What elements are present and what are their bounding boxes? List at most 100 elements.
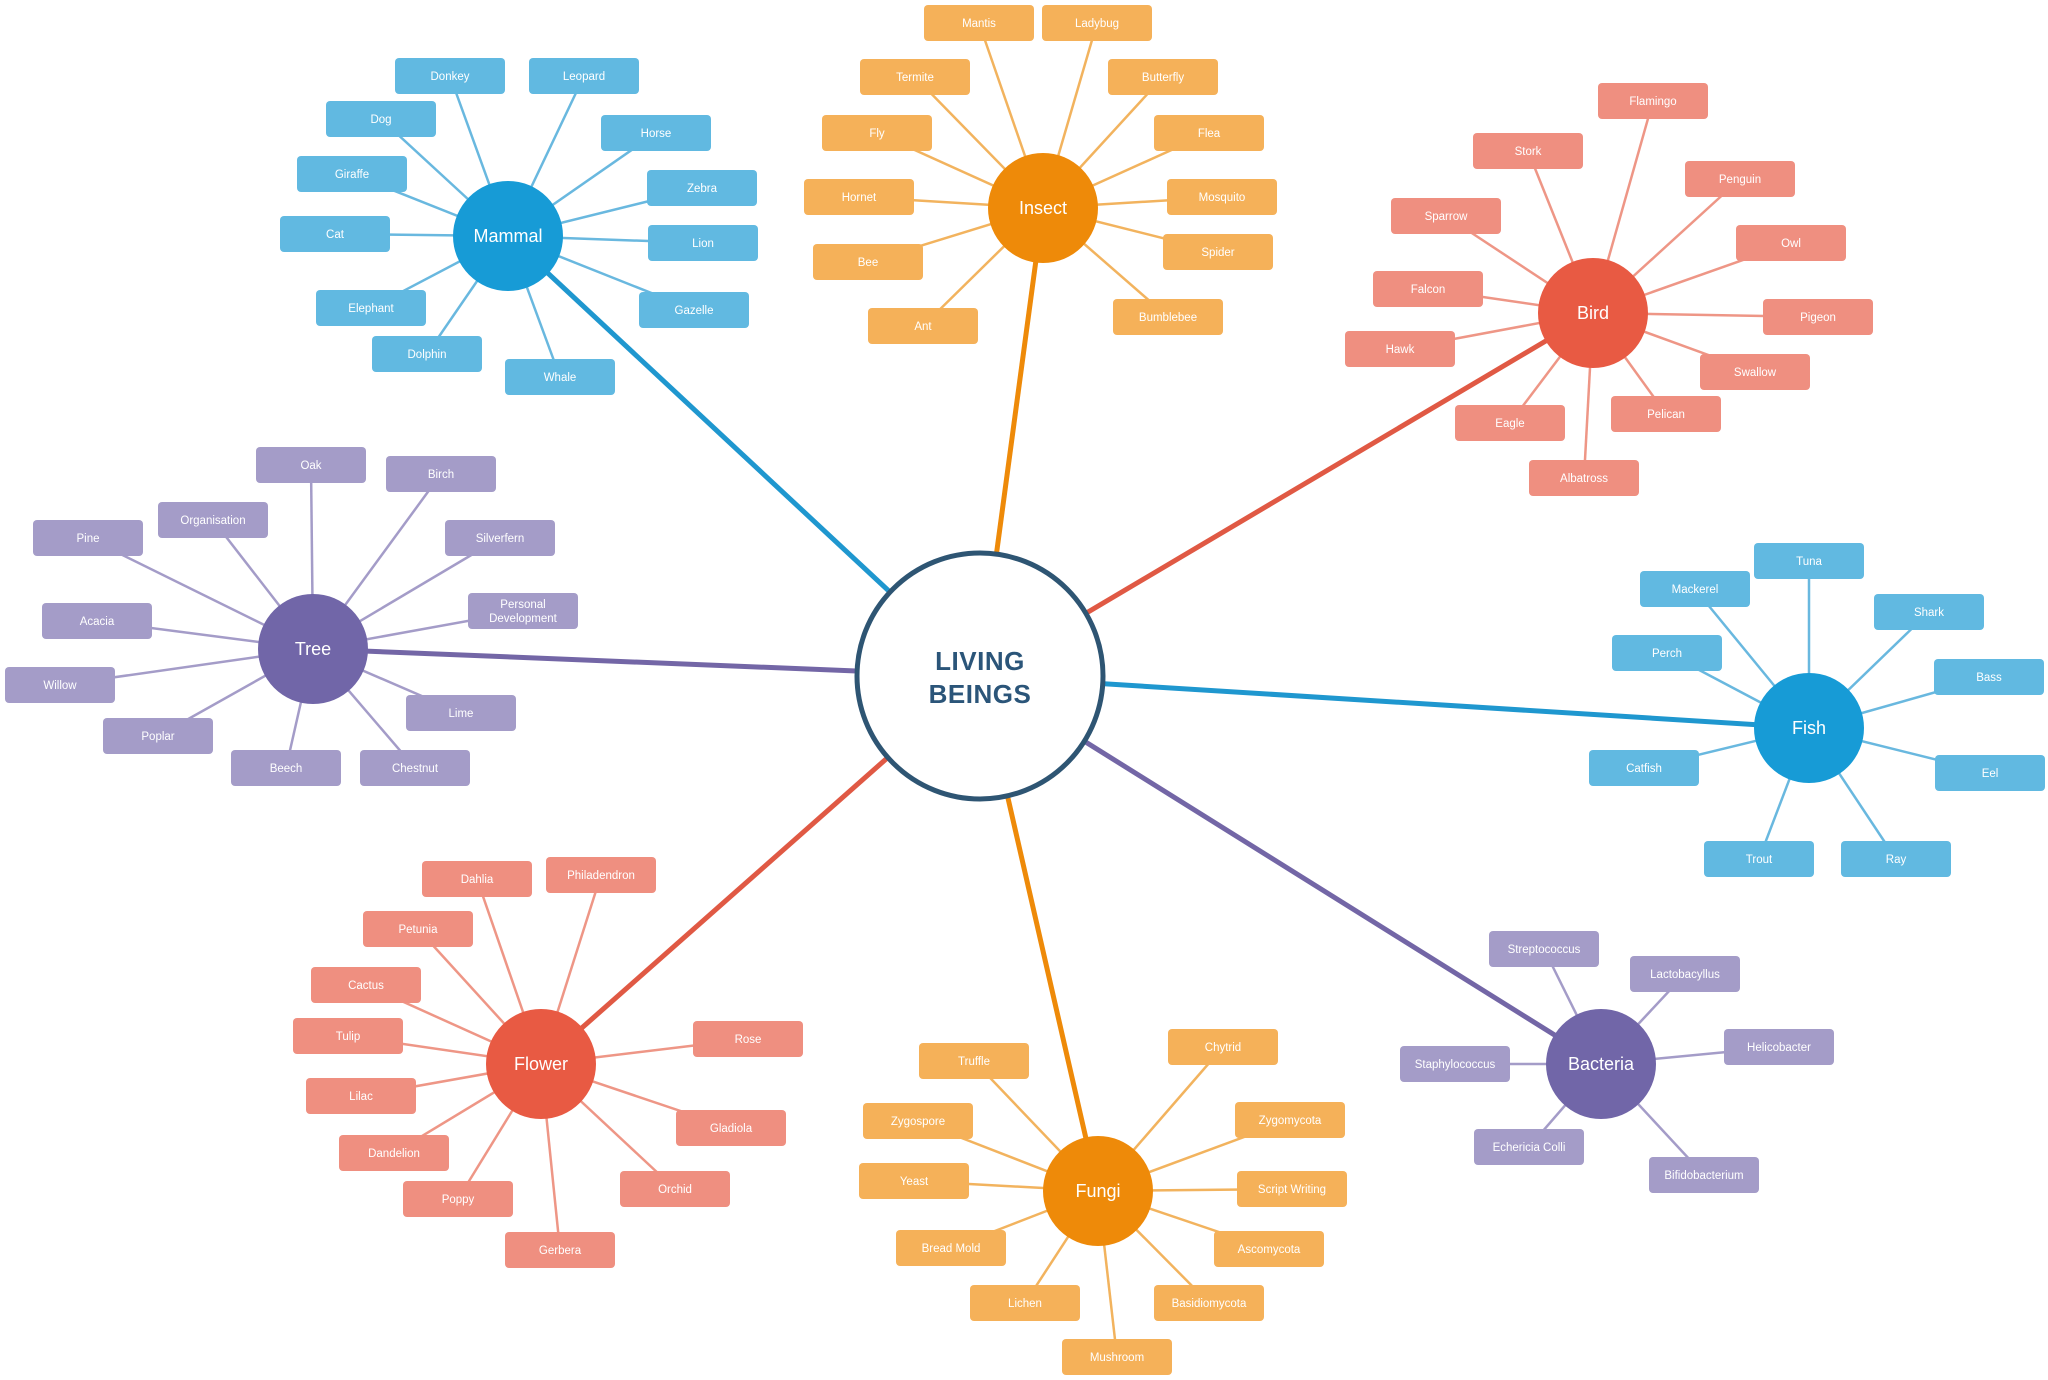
- leaf-node-ant[interactable]: Ant: [868, 308, 978, 344]
- hub-node-bird[interactable]: Bird: [1538, 258, 1648, 368]
- hub-node-flower[interactable]: Flower: [486, 1009, 596, 1119]
- leaf-node-gladiola[interactable]: Gladiola: [676, 1110, 786, 1146]
- leaf-node-mackerel[interactable]: Mackerel: [1640, 571, 1750, 607]
- leaf-node-zebra[interactable]: Zebra: [647, 170, 757, 206]
- leaf-box: [363, 911, 473, 947]
- leaf-node-oak[interactable]: Oak: [256, 447, 366, 483]
- leaf-node-cactus[interactable]: Cactus: [311, 967, 421, 1003]
- leaf-node-mantis[interactable]: Mantis: [924, 5, 1034, 41]
- leaf-node-hawk[interactable]: Hawk: [1345, 331, 1455, 367]
- leaf-node-bread-mold[interactable]: Bread Mold: [896, 1230, 1006, 1266]
- leaf-node-lichen[interactable]: Lichen: [970, 1285, 1080, 1321]
- leaf-node-termite[interactable]: Termite: [860, 59, 970, 95]
- leaf-node-philadendron[interactable]: Philadendron: [546, 857, 656, 893]
- leaf-node-flamingo[interactable]: Flamingo: [1598, 83, 1708, 119]
- leaf-node-willow[interactable]: Willow: [5, 667, 115, 703]
- leaf-node-helicobacter[interactable]: Helicobacter: [1724, 1029, 1834, 1065]
- leaf-box: [422, 861, 532, 897]
- leaf-node-mosquito[interactable]: Mosquito: [1167, 179, 1277, 215]
- leaf-node-tulip[interactable]: Tulip: [293, 1018, 403, 1054]
- leaf-node-orchid[interactable]: Orchid: [620, 1171, 730, 1207]
- leaf-node-pigeon[interactable]: Pigeon: [1763, 299, 1873, 335]
- leaf-node-bass[interactable]: Bass: [1934, 659, 2044, 695]
- leaf-node-script-writing[interactable]: Script Writing: [1237, 1171, 1347, 1207]
- leaf-node-poppy[interactable]: Poppy: [403, 1181, 513, 1217]
- leaf-label: Tuna: [1796, 556, 1822, 568]
- leaf-node-cat[interactable]: Cat: [280, 216, 390, 252]
- leaf-node-lion[interactable]: Lion: [648, 225, 758, 261]
- leaf-node-dog[interactable]: Dog: [326, 101, 436, 137]
- leaf-node-gazelle[interactable]: Gazelle: [639, 292, 749, 328]
- leaf-node-lime[interactable]: Lime: [406, 695, 516, 731]
- hub-node-fungi[interactable]: Fungi: [1043, 1136, 1153, 1246]
- leaf-node-zygomycota[interactable]: Zygomycota: [1235, 1102, 1345, 1138]
- leaf-node-swallow[interactable]: Swallow: [1700, 354, 1810, 390]
- hub-node-bacteria[interactable]: Bacteria: [1546, 1009, 1656, 1119]
- leaf-node-birch[interactable]: Birch: [386, 456, 496, 492]
- leaf-node-chytrid[interactable]: Chytrid: [1168, 1029, 1278, 1065]
- leaf-node-beech[interactable]: Beech: [231, 750, 341, 786]
- leaf-box: [546, 857, 656, 893]
- leaf-node-penguin[interactable]: Penguin: [1685, 161, 1795, 197]
- leaf-node-dandelion[interactable]: Dandelion: [339, 1135, 449, 1171]
- leaf-node-lilac[interactable]: Lilac: [306, 1078, 416, 1114]
- hub-node-fish[interactable]: Fish: [1754, 673, 1864, 783]
- leaf-node-ladybug[interactable]: Ladybug: [1042, 5, 1152, 41]
- leaf-label: Giraffe: [335, 169, 369, 181]
- leaf-node-hornet[interactable]: Hornet: [804, 179, 914, 215]
- leaf-node-bee[interactable]: Bee: [813, 244, 923, 280]
- leaf-node-bifidobacterium[interactable]: Bifidobacterium: [1649, 1157, 1759, 1193]
- leaf-node-dahlia[interactable]: Dahlia: [422, 861, 532, 897]
- hub-node-tree[interactable]: Tree: [258, 594, 368, 704]
- center-node[interactable]: LIVING BEINGS: [854, 550, 1106, 802]
- leaf-node-catfish[interactable]: Catfish: [1589, 750, 1699, 786]
- leaf-node-poplar[interactable]: Poplar: [103, 718, 213, 754]
- leaf-node-gerbera[interactable]: Gerbera: [505, 1232, 615, 1268]
- leaf-node-fly[interactable]: Fly: [822, 115, 932, 151]
- leaf-node-spider[interactable]: Spider: [1163, 234, 1273, 270]
- leaf-node-chestnut[interactable]: Chestnut: [360, 750, 470, 786]
- hub-node-mammal[interactable]: Mammal: [453, 181, 563, 291]
- leaf-node-flea[interactable]: Flea: [1154, 115, 1264, 151]
- leaf-node-truffle[interactable]: Truffle: [919, 1043, 1029, 1079]
- leaf-node-whale[interactable]: Whale: [505, 359, 615, 395]
- leaf-node-dolphin[interactable]: Dolphin: [372, 336, 482, 372]
- hub-node-insect[interactable]: Insect: [988, 153, 1098, 263]
- leaf-node-yeast[interactable]: Yeast: [859, 1163, 969, 1199]
- leaf-node-tuna[interactable]: Tuna: [1754, 543, 1864, 579]
- leaf-node-mushroom[interactable]: Mushroom: [1062, 1339, 1172, 1375]
- leaf-node-petunia[interactable]: Petunia: [363, 911, 473, 947]
- leaf-node-elephant[interactable]: Elephant: [316, 290, 426, 326]
- leaf-node-horse[interactable]: Horse: [601, 115, 711, 151]
- leaf-node-zygospore[interactable]: Zygospore: [863, 1103, 973, 1139]
- leaf-node-ascomycota[interactable]: Ascomycota: [1214, 1231, 1324, 1267]
- leaf-node-streptococcus[interactable]: Streptococcus: [1489, 931, 1599, 967]
- leaf-node-ray[interactable]: Ray: [1841, 841, 1951, 877]
- leaf-node-sparrow[interactable]: Sparrow: [1391, 198, 1501, 234]
- leaf-node-falcon[interactable]: Falcon: [1373, 271, 1483, 307]
- leaf-node-perch[interactable]: Perch: [1612, 635, 1722, 671]
- leaf-node-stork[interactable]: Stork: [1473, 133, 1583, 169]
- leaf-node-rose[interactable]: Rose: [693, 1021, 803, 1057]
- leaf-node-albatross[interactable]: Albatross: [1529, 460, 1639, 496]
- leaf-node-leopard[interactable]: Leopard: [529, 58, 639, 94]
- leaf-node-lactobacyllus[interactable]: Lactobacyllus: [1630, 956, 1740, 992]
- leaf-node-donkey[interactable]: Donkey: [395, 58, 505, 94]
- leaf-node-eagle[interactable]: Eagle: [1455, 405, 1565, 441]
- leaf-node-organisation[interactable]: Organisation: [158, 502, 268, 538]
- leaf-node-shark[interactable]: Shark: [1874, 594, 1984, 630]
- leaf-node-pelican[interactable]: Pelican: [1611, 396, 1721, 432]
- leaf-node-basidiomycota[interactable]: Basidiomycota: [1154, 1285, 1264, 1321]
- leaf-node-eel[interactable]: Eel: [1935, 755, 2045, 791]
- leaf-node-owl[interactable]: Owl: [1736, 225, 1846, 261]
- leaf-node-acacia[interactable]: Acacia: [42, 603, 152, 639]
- leaf-node-staphylococcus[interactable]: Staphylococcus: [1400, 1046, 1510, 1082]
- leaf-node-butterfly[interactable]: Butterfly: [1108, 59, 1218, 95]
- leaf-node-pine[interactable]: Pine: [33, 520, 143, 556]
- leaf-node-trout[interactable]: Trout: [1704, 841, 1814, 877]
- leaf-node-echericia-colli[interactable]: Echericia Colli: [1474, 1129, 1584, 1165]
- leaf-node-silverfern[interactable]: Silverfern: [445, 520, 555, 556]
- leaf-node-giraffe[interactable]: Giraffe: [297, 156, 407, 192]
- leaf-node-bumblebee[interactable]: Bumblebee: [1113, 299, 1223, 335]
